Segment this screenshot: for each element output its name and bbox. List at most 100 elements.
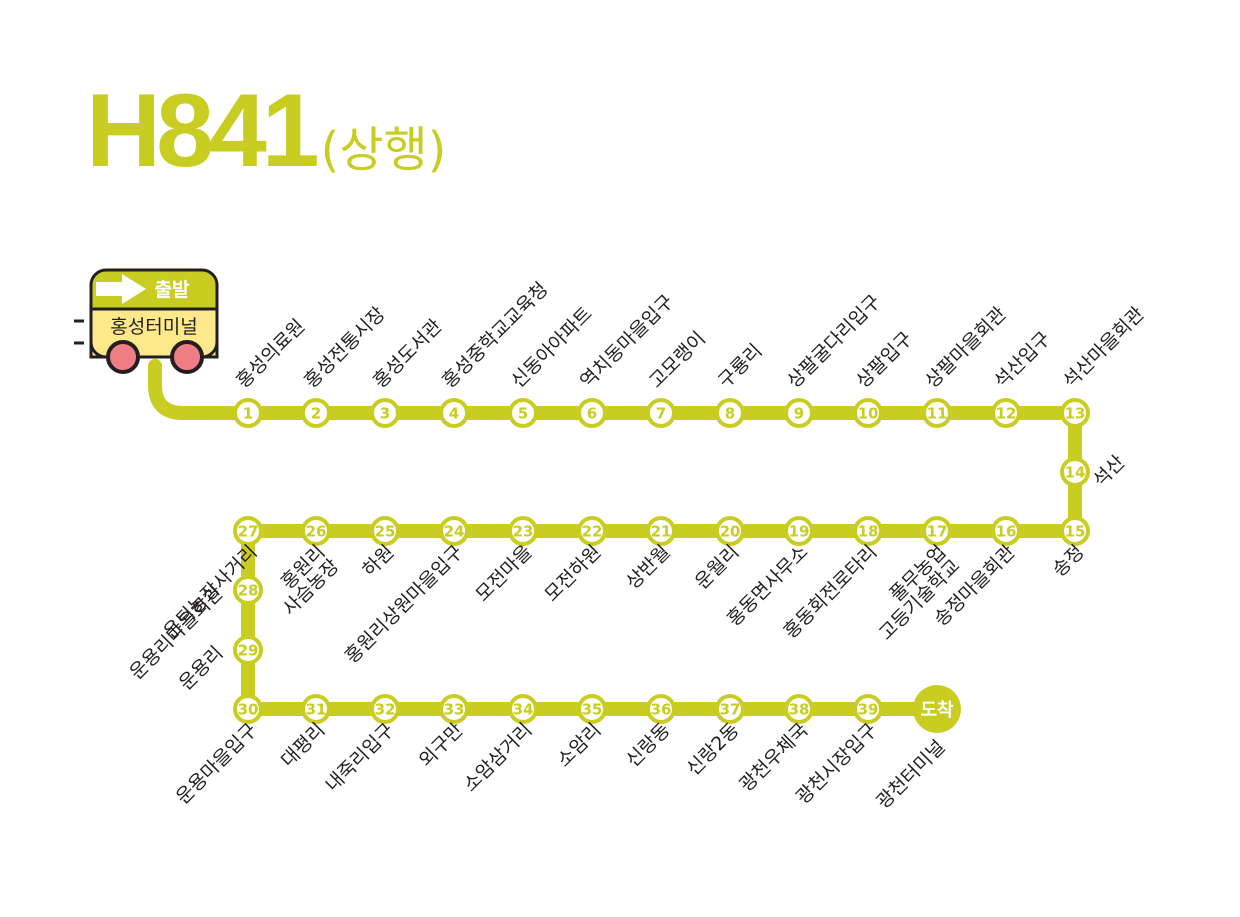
stop-name: 신랑동	[622, 719, 675, 772]
stops-layer: 1홍성의료원2홍성전통시장3홍성도서관4홍성중학교교육청5신동아아파트6역치동마…	[125, 278, 1148, 809]
stop-name: 하원	[358, 541, 398, 581]
stop-number: 18	[858, 523, 879, 541]
stop-number: 4	[449, 405, 459, 423]
stop-number: 17	[927, 523, 948, 541]
stop-name: 내죽리입구	[321, 719, 398, 796]
stop-number: 11	[927, 405, 948, 423]
stop-name: 대평리	[277, 719, 330, 772]
wheel-icon	[170, 340, 204, 374]
stop-marker	[853, 398, 883, 428]
stop-marker	[853, 694, 883, 724]
stop-name: 고모랭이	[645, 328, 710, 393]
stop-marker	[646, 694, 676, 724]
stop-marker	[577, 694, 607, 724]
arrival-name: 광천터미널	[872, 736, 949, 813]
stop-name: 신랑2동	[682, 719, 743, 780]
wheel-icon	[106, 340, 140, 374]
stop-number: 19	[789, 523, 810, 541]
stop-marker	[233, 694, 263, 724]
stop-number: 16	[996, 523, 1017, 541]
stop-marker	[1060, 398, 1090, 428]
stop-number: 34	[513, 701, 534, 719]
stop-marker	[784, 516, 814, 546]
stop-marker	[1060, 516, 1090, 546]
stop-name: 상반월	[622, 541, 675, 594]
stop-number: 10	[858, 405, 879, 423]
route-title: H841(상행)	[86, 72, 446, 191]
stop-name: 상팔입구	[852, 328, 917, 393]
stop-name: 운월리	[691, 541, 744, 594]
stop-name: 소암리	[553, 719, 606, 772]
stop-marker	[577, 516, 607, 546]
stop-marker	[233, 516, 263, 546]
stop-number: 5	[518, 405, 528, 423]
stop-name: 홍원리상원마을입구	[341, 541, 468, 668]
stop-marker	[370, 516, 400, 546]
stop-marker	[853, 516, 883, 546]
stop-marker	[301, 398, 331, 428]
stop-name: 모전하원	[541, 541, 606, 606]
stop-marker	[508, 516, 538, 546]
stop-number: 24	[444, 523, 465, 541]
stop-name: 석산마을회관	[1059, 303, 1149, 393]
stop-marker	[370, 694, 400, 724]
bus-icon: 출발 홍성터미널	[74, 268, 219, 374]
stop-number: 20	[720, 523, 741, 541]
route-number: H841	[86, 73, 320, 189]
stop-number: 33	[444, 701, 465, 719]
stop-marker	[646, 398, 676, 428]
stop-marker	[1060, 457, 1090, 487]
stop-number: 31	[306, 701, 327, 719]
stop-number: 8	[725, 405, 735, 423]
stop-marker	[646, 516, 676, 546]
stop-number: 21	[651, 523, 672, 541]
stop-marker	[439, 694, 469, 724]
stop-marker	[715, 398, 745, 428]
terminal-label: 홍성터미널	[110, 316, 197, 338]
stop-name: 구룡리	[714, 340, 767, 393]
stop-marker	[508, 398, 538, 428]
stop-number: 30	[238, 701, 259, 719]
stop-name: 홍성의료원	[232, 315, 309, 392]
stop-marker	[233, 635, 263, 665]
stop-marker	[370, 398, 400, 428]
stop-number: 26	[306, 523, 327, 541]
arrival-label: 도착	[920, 700, 954, 721]
stop-marker	[922, 516, 952, 546]
stop-number: 32	[375, 701, 396, 719]
stop-number: 37	[720, 701, 741, 719]
stop-number: 25	[375, 523, 396, 541]
stop-name: 석산입구	[990, 328, 1055, 393]
stop-marker	[991, 398, 1021, 428]
stop-marker	[301, 694, 331, 724]
stop-number: 23	[513, 523, 534, 541]
stop-marker	[715, 694, 745, 724]
stop-marker	[577, 398, 607, 428]
stop-number: 38	[789, 701, 810, 719]
arrival-circle	[913, 685, 961, 733]
bus-outline	[89, 268, 219, 359]
stop-name: 운용리	[175, 642, 228, 695]
stop-number: 36	[651, 701, 672, 719]
stop-number: 3	[380, 405, 390, 423]
stop-number: 6	[587, 405, 597, 423]
stop-number: 39	[858, 701, 879, 719]
stop-number: 2	[311, 405, 321, 423]
stop-name: 송정	[1048, 541, 1088, 581]
stop-number: 27	[238, 523, 259, 541]
stop-marker	[715, 516, 745, 546]
stop-name: 소암삼거리	[459, 719, 536, 796]
stop-number: 7	[656, 405, 666, 423]
stop-marker	[991, 516, 1021, 546]
stop-name: 운용마을입구	[172, 719, 262, 809]
stop-marker	[784, 694, 814, 724]
stop-number: 22	[582, 523, 603, 541]
stop-number: 35	[582, 701, 603, 719]
stop-number: 1	[243, 405, 253, 423]
stop-marker	[439, 516, 469, 546]
